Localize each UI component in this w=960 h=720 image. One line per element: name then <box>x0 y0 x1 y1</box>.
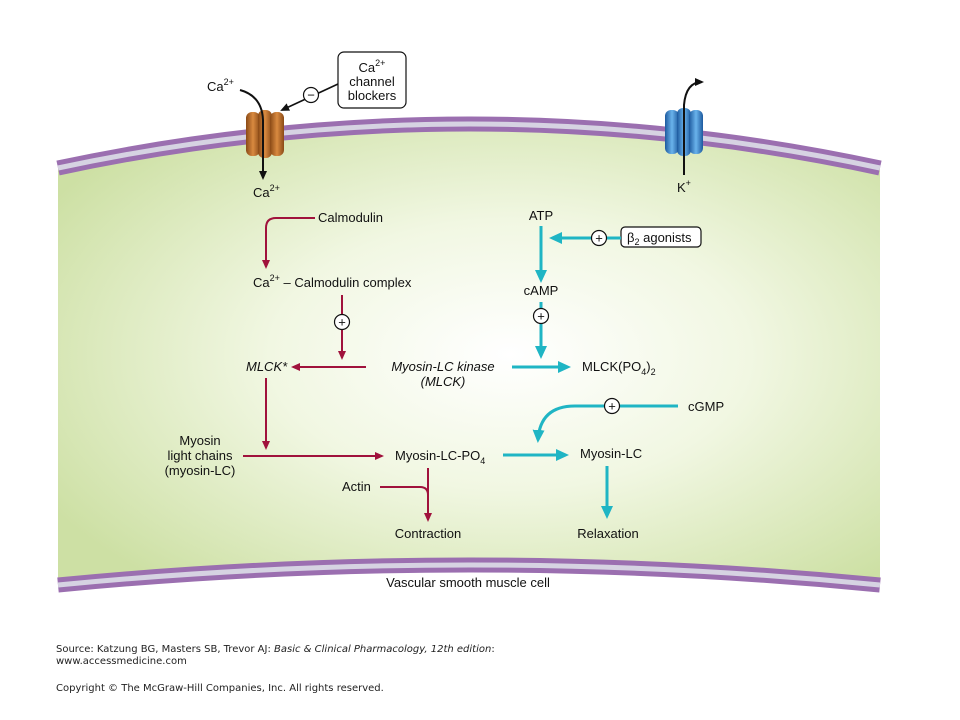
calmodulin-arrow <box>262 217 315 269</box>
beta2-symbol: β <box>627 230 634 245</box>
mlck-po4-sub1: 4 <box>641 367 646 377</box>
myosin-label-2: light chains <box>167 448 233 463</box>
cytoplasm <box>58 124 880 585</box>
bottom-membrane <box>57 557 881 593</box>
source-prefix: Source: Katzung BG, Masters SB, Trevor A… <box>56 644 275 655</box>
complex-rest-label: – Calmodulin complex <box>280 275 412 290</box>
top-membrane <box>56 116 882 176</box>
calcium-channel-icon <box>246 110 284 158</box>
blocker-line-3: blockers <box>348 88 397 103</box>
k-ion-label: K <box>677 180 686 195</box>
cgmp-stimulation-arrow <box>532 404 678 443</box>
ca-outside-charge: 2+ <box>224 77 234 87</box>
blocker-line-2: channel <box>349 74 395 89</box>
complex-ca-charge: 2+ <box>270 273 280 283</box>
svg-text:Myosin-LC-PO4: Myosin-LC-PO4 <box>395 448 485 466</box>
camp-plus-text: + <box>537 309 545 324</box>
plus-sign-icon <box>333 313 351 331</box>
ca-outside-label: Ca <box>207 79 224 94</box>
cgmp-label: cGMP <box>688 399 724 414</box>
beta2-plus-text: + <box>595 231 603 246</box>
svg-text:Ca2+ – Calmodulin complex: Ca2+ – Calmodulin complex <box>253 273 412 290</box>
k-ion-charge: + <box>686 178 691 188</box>
source-suffix: : <box>491 644 495 655</box>
blocker-ca-label: Ca <box>359 60 376 75</box>
complex-ca-label: Ca <box>253 275 270 290</box>
minus-sign-icon <box>302 86 320 104</box>
camp-plus-icon <box>532 307 550 325</box>
svg-text:MLCK(PO4)2: MLCK(PO4)2 <box>582 359 656 377</box>
myosin-lc-label: Myosin-LC <box>580 446 642 461</box>
myosin-lc-po4-label: Myosin-LC-PO <box>395 448 480 463</box>
myosin-label-1: Myosin <box>179 433 220 448</box>
source-title: Basic & Clinical Pharmacology, 12th edit… <box>274 644 492 655</box>
mlck-star-label: MLCK* <box>246 359 288 374</box>
copyright-notice: Copyright © The McGraw-Hill Companies, I… <box>56 683 384 694</box>
svg-text:Ca2+: Ca2+ <box>253 183 280 200</box>
plus-sign-text: + <box>338 315 346 330</box>
svg-text:Ca2+: Ca2+ <box>207 77 234 94</box>
ca-channel-blockers-box <box>337 51 407 109</box>
website-link[interactable]: www.accessmedicine.com <box>56 656 187 667</box>
contraction-label: Contraction <box>395 526 461 541</box>
beta2-rest-label: agonists <box>640 230 693 245</box>
actin-label: Actin <box>342 479 371 494</box>
mlck-po4-close: ) <box>646 359 650 374</box>
beta2-plus-icon <box>590 229 608 247</box>
minus-sign-text: − <box>307 88 315 103</box>
mlck-kinase-abbrev: (MLCK) <box>421 374 466 389</box>
mlck-kinase-label: Myosin-LC kinase <box>391 359 494 374</box>
ca-inside-label: Ca <box>253 185 270 200</box>
myosin-label-3: (myosin-LC) <box>165 463 236 478</box>
calmodulin-label: Calmodulin <box>318 210 383 225</box>
cgmp-plus-icon <box>603 397 621 415</box>
svg-text:β2 agonists: β2 agonists <box>627 230 692 247</box>
ca-inside-charge: 2+ <box>270 183 280 193</box>
atp-label: ATP <box>529 208 553 223</box>
beta2-sub: 2 <box>634 237 639 247</box>
myosin-lc-po4-sub: 4 <box>480 456 485 466</box>
relaxation-label: Relaxation <box>577 526 638 541</box>
cgmp-plus-text: + <box>608 399 616 414</box>
svg-text:Ca2+: Ca2+ <box>359 58 386 75</box>
calcium-influx-arrow <box>239 89 267 180</box>
camp-label: cAMP <box>524 283 559 298</box>
blocker-ca-charge: 2+ <box>375 58 385 68</box>
cell-label: Vascular smooth muscle cell <box>386 575 550 590</box>
mlck-po4-label: MLCK(PO <box>582 359 641 374</box>
mlck-po4-sub2: 2 <box>651 367 656 377</box>
svg-text:K+: K+ <box>677 178 691 195</box>
source-citation: Source: Katzung BG, Masters SB, Trevor A… <box>56 644 495 655</box>
potassium-efflux-arrow <box>683 78 704 175</box>
